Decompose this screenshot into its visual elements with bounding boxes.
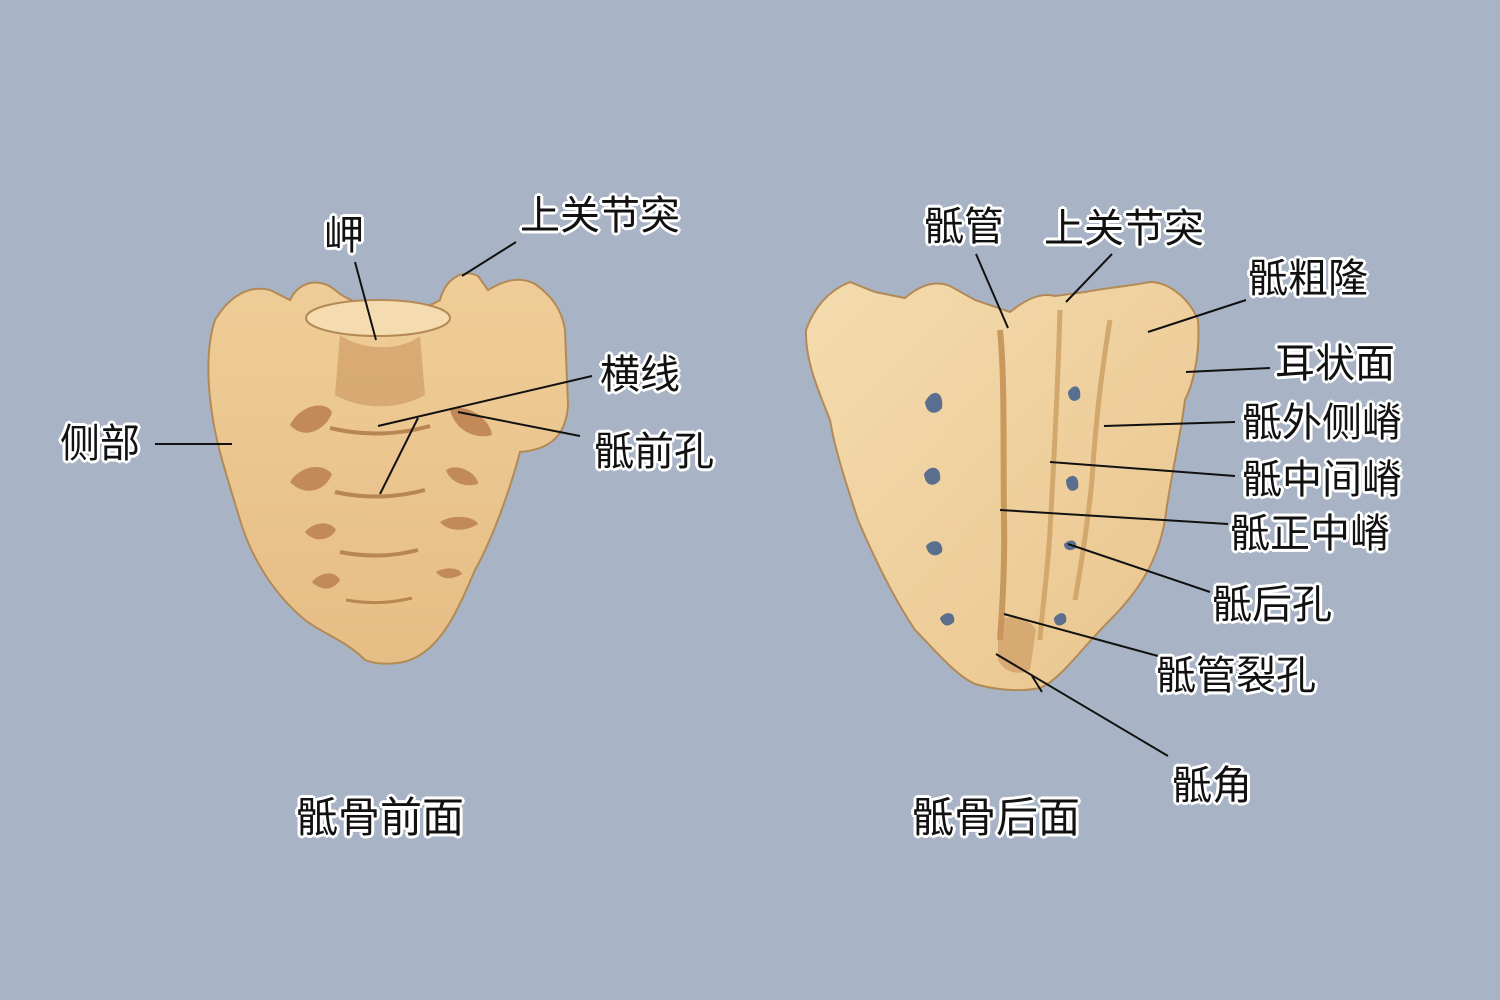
- label-lateral-part: 侧部: [60, 421, 140, 467]
- median-crest-ridge: [997, 329, 1008, 641]
- posterior-foramen-4: [940, 613, 955, 626]
- label-sacral-tuberosity: 骶粗隆: [1248, 256, 1368, 302]
- label-intermediate-sacral-crest: 骶中间嵴: [1242, 457, 1402, 503]
- label-anterior-sacral-foramina: 骶前孔: [594, 429, 714, 475]
- anterior-foramen-left-2: [290, 467, 332, 491]
- label-promontory: 岬: [324, 213, 364, 259]
- transverse-ridge-2: [334, 488, 426, 499]
- anterior-foramen-right-2: [446, 467, 478, 486]
- anterior-foramen-right-4: [436, 568, 462, 579]
- intermediate-crest-ridge: [1037, 309, 1063, 641]
- caption-front-view: 骶骨前面: [296, 793, 465, 842]
- caption-back-view: 骶骨后面: [912, 793, 1081, 842]
- sacrum-front-view: [155, 241, 593, 665]
- front-leader-lines: [155, 241, 593, 495]
- posterior-foramen-8: [1054, 613, 1067, 626]
- anterior-foramen-left-3: [305, 523, 336, 540]
- anterior-foramen-right-1: [450, 407, 492, 437]
- posterior-foramen-1: [925, 392, 943, 413]
- sacral-hiatus-shape: [998, 617, 1036, 673]
- label-lateral-sacral-crest: 骶外侧嵴: [1242, 400, 1402, 446]
- lateral-crest-ridge: [1072, 319, 1113, 601]
- label-sacral-cornu: 骶角: [1172, 763, 1252, 809]
- posterior-foramen-3: [926, 541, 943, 556]
- sacrum-front-shading: [335, 335, 425, 407]
- label-sacral-hiatus: 骶管裂孔: [1156, 653, 1316, 699]
- posterior-foramen-6: [1066, 475, 1079, 491]
- label-posterior-sacral-foramina: 骶后孔: [1212, 582, 1332, 628]
- back-leader-lines: [975, 253, 1271, 757]
- anterior-foramen-right-3: [440, 516, 478, 530]
- transverse-ridge-4: [345, 596, 413, 605]
- label-sacral-canal: 骶管: [924, 204, 1004, 250]
- label-transverse-lines: 横线: [600, 352, 680, 398]
- label-median-sacral-crest: 骶正中嵴: [1230, 511, 1390, 557]
- anterior-foramen-left-1: [290, 405, 332, 433]
- posterior-foramen-5: [1068, 386, 1081, 401]
- label-front-superior-articular-process: 上关节突: [520, 193, 680, 239]
- sacrum-back-view: [804, 253, 1271, 757]
- posterior-foramen-2: [924, 467, 941, 485]
- label-back-superior-articular-process: 上关节突: [1044, 206, 1204, 252]
- label-auricular-surface: 耳状面: [1275, 341, 1395, 387]
- transverse-ridge-3: [339, 548, 419, 558]
- sacrum-base-oval: [305, 299, 451, 337]
- anterior-foramen-left-4: [312, 573, 340, 589]
- transverse-ridge-1: [329, 424, 431, 436]
